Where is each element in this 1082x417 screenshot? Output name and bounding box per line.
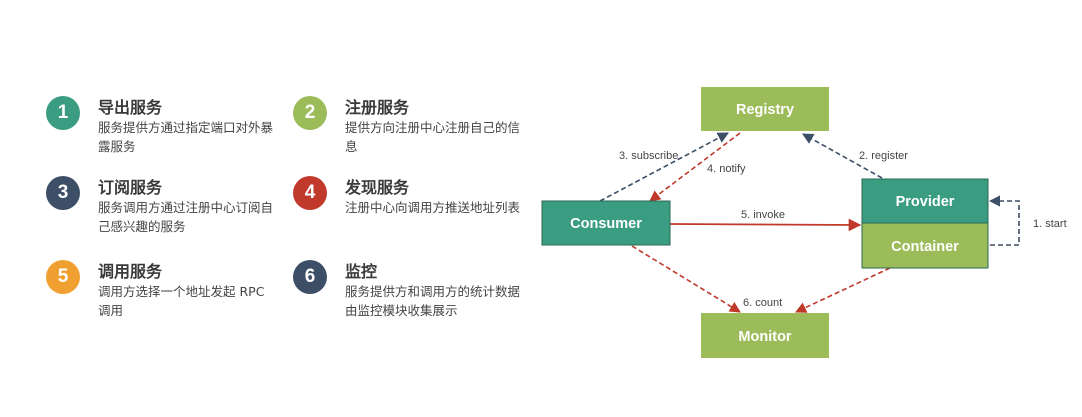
edge-notify-label: 4. notify [707,163,746,175]
edge-subscribe-label: 3. subscribe [619,150,678,162]
edge-register-label: 2. register [859,150,908,162]
step-number-badge: 5 [46,260,80,294]
edge-start-arrow [988,195,1020,246]
edge-invoke-arrow [669,218,862,232]
container-box [861,222,989,269]
step-title: 订阅服务 [98,178,163,197]
registry-box [701,87,829,131]
provider-box [861,178,989,224]
step-title: 发现服务 [345,178,410,197]
monitor-label: Monitor [738,329,792,345]
step-number-badge: 3 [46,176,80,210]
edge-invoke-label: 5. invoke [741,209,785,221]
step-number-badge: 4 [293,176,327,210]
step-title: 调用服务 [98,262,163,281]
edge-notify-arrow [649,132,741,202]
step-number-badge: 6 [293,260,327,294]
consumer-box [541,200,671,246]
step-title: 导出服务 [98,98,163,117]
consumer-label: Consumer [570,216,642,232]
step-description: 服务提供方通过指定端口对外暴露服务 [98,120,274,154]
monitor-box [701,313,829,358]
step-number-badge: 2 [293,96,327,130]
edge-subscribe-arrow [599,132,729,202]
step-title: 注册服务 [345,98,410,117]
step-description: 注册中心向调用方推送地址列表 [345,200,521,215]
step-description: 调用方选择一个地址发起 RPC 调用 [98,284,265,318]
provider-label: Provider [896,194,955,210]
container-label: Container [891,239,959,255]
edge-count-label: 6. count [743,297,782,309]
step-title: 监控 [345,262,378,281]
edge-count-provider-arrow [794,267,891,313]
edge-count-consumer-arrow [631,245,741,313]
step-description: 提供方向注册中心注册自己的信息 [345,120,521,154]
edge-register-arrow [802,133,883,179]
registry-label: Registry [736,102,794,118]
edge-start-label: 1. start [1033,218,1067,230]
step-number-badge: 1 [46,96,80,130]
step-description: 服务提供方和调用方的统计数据由监控模块收集展示 [345,284,521,318]
step-description: 服务调用方通过注册中心订阅自己感兴趣的服务 [98,200,274,234]
